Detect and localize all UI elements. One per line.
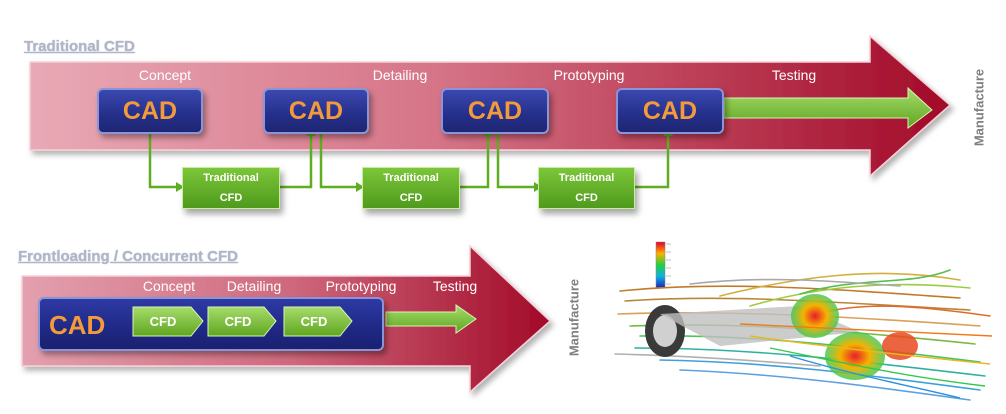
traditional-stage-prototyping: Prototyping <box>553 67 625 83</box>
cfd-chevron-2 <box>207 306 277 337</box>
pressure-region-1 <box>791 294 839 338</box>
cfd-chevron-label-2: CFD <box>224 314 252 329</box>
traditional-cfd-line1: Traditional <box>558 172 615 184</box>
frontloading-stage-concept: Concept <box>142 278 196 294</box>
cad-box-concept: CAD <box>97 88 203 134</box>
cad-label: CAD <box>467 96 523 125</box>
frontloading-cfd-title: Frontloading / Concurrent CFD <box>18 248 238 265</box>
traditional-cfd-title: Traditional CFD <box>24 38 135 55</box>
streamlines-front <box>739 323 993 399</box>
race-car-cfd-image <box>614 241 993 401</box>
traditional-loop-connectors <box>148 130 670 189</box>
cad-box-testing: CAD <box>616 88 724 134</box>
traditional-cfd-line2: CFD <box>219 192 243 204</box>
cad-box-detailing: CAD <box>263 88 369 134</box>
cfd-chevron-3 <box>283 306 353 337</box>
frontloading-manufacture-label: Manufacture <box>566 278 582 357</box>
traditional-cfd-line2: CFD <box>575 192 598 204</box>
traditional-stage-concept: Concept <box>138 67 192 83</box>
traditional-testing-arrow <box>723 86 933 129</box>
traditional-cfd-box-3: Traditional CFD <box>538 167 635 209</box>
frontloading-cad-label: CAD <box>49 310 106 340</box>
color-scale-legend <box>655 241 671 289</box>
cad-label: CAD <box>122 96 178 125</box>
traditional-stage-detailing: Detailing <box>372 67 428 83</box>
frontloading-stage-testing: Testing <box>432 278 478 294</box>
frontloading-stage-prototyping: Prototyping <box>325 278 397 294</box>
cfd-chevron-label-1: CFD <box>149 314 177 329</box>
traditional-cfd-box-1: Traditional CFD <box>182 167 280 209</box>
cad-label: CAD <box>288 96 344 125</box>
frontloading-stage-detailing: Detailing <box>226 278 282 294</box>
cad-box-prototyping: CAD <box>441 88 549 134</box>
cfd-chevron-label-3: CFD <box>300 314 328 329</box>
cfd-chevron-1 <box>132 306 204 337</box>
traditional-cfd-line1: Traditional <box>203 172 259 184</box>
traditional-cfd-box-2: Traditional CFD <box>362 167 460 209</box>
frontloading-testing-arrow <box>385 304 477 334</box>
traditional-stage-testing: Testing <box>771 67 817 83</box>
traditional-cfd-line1: Traditional <box>383 172 439 184</box>
cad-label: CAD <box>642 96 698 125</box>
traditional-cfd-line2: CFD <box>399 192 423 204</box>
